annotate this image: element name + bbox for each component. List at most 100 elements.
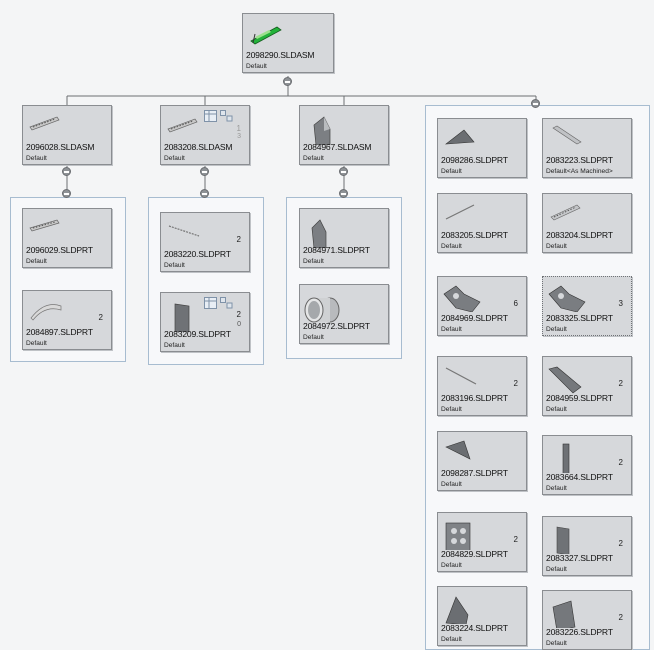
node-config: Default xyxy=(164,342,185,349)
quantity-sub-label: 0 xyxy=(237,321,241,328)
collapse-toggle-icon[interactable] xyxy=(200,167,209,176)
node-2083224[interactable]: 2083224.SLDPRT Default xyxy=(437,586,527,646)
node-name: 2083664.SLDPRT xyxy=(546,472,613,482)
node-name: 2084971.SLDPRT xyxy=(303,245,370,255)
part-thumbnail-icon xyxy=(445,367,477,385)
node-config: Default xyxy=(546,566,567,573)
node-2083196[interactable]: 2 2083196.SLDPRT Default xyxy=(437,349,534,416)
node-name: 2096029.SLDPRT xyxy=(26,245,93,255)
node-config: Default xyxy=(26,155,47,162)
components-icon[interactable] xyxy=(220,110,233,122)
node-config: Default xyxy=(26,258,47,265)
part-thumbnail-icon xyxy=(30,304,62,321)
node-config: Default xyxy=(546,326,567,333)
quantity-label: 2 xyxy=(98,313,103,322)
collapse-toggle-icon[interactable] xyxy=(200,189,209,198)
part-thumbnail-icon xyxy=(548,285,586,312)
node-2083223[interactable]: 2083223.SLDPRT Default<As Machined> xyxy=(542,118,632,178)
collapse-toggle-icon[interactable] xyxy=(62,189,71,198)
collapse-toggle-icon[interactable] xyxy=(339,167,348,176)
quantity-label: 2 xyxy=(618,613,623,622)
node-name: 2098286.SLDPRT xyxy=(441,155,508,165)
node-config: Default xyxy=(441,562,462,569)
quantity-label: 3 xyxy=(618,299,623,308)
quantity-label: 2 xyxy=(618,458,623,467)
quantity-label: 2 xyxy=(513,379,518,388)
collapse-toggle-icon[interactable] xyxy=(283,77,292,86)
node-2098287[interactable]: 2098287.SLDPRT Default xyxy=(437,431,527,491)
node-2096028[interactable]: 2096028.SLDASM Default xyxy=(22,105,112,165)
node-2083205[interactable]: 2083205.SLDPRT Default xyxy=(437,193,527,253)
node-2098286[interactable]: 2098286.SLDPRT Default xyxy=(437,118,527,178)
node-name: 2083204.SLDPRT xyxy=(546,230,613,240)
node-2083325[interactable]: 3 2083325.SLDPRT Default xyxy=(542,269,639,336)
part-thumbnail-icon xyxy=(445,129,475,145)
node-2084897[interactable]: 2 2084897.SLDPRT Default xyxy=(22,283,119,350)
quantity-label: 6 xyxy=(513,299,518,308)
node-config: Default xyxy=(26,340,47,347)
quantity-label: 2 xyxy=(618,539,623,548)
node-2083208[interactable]: 1 3 2083208.SLDASM Default xyxy=(160,105,250,165)
node-2084972[interactable]: 2084972.SLDPRT Default xyxy=(299,284,389,344)
components-icon[interactable] xyxy=(220,297,233,309)
node-config: Default xyxy=(246,63,267,70)
node-name: 2083327.SLDPRT xyxy=(546,553,613,563)
node-config: Default xyxy=(546,243,567,250)
node-2083220[interactable]: 2 2083220.SLDPRT Default xyxy=(160,205,257,272)
node-name: 2083220.SLDPRT xyxy=(164,249,231,259)
quantity-label: 1 xyxy=(236,124,241,133)
node-root-assembly[interactable]: 2098290.SLDASM Default xyxy=(242,13,334,73)
collapse-toggle-icon[interactable] xyxy=(339,189,348,198)
node-name: 2084897.SLDPRT xyxy=(26,327,93,337)
node-2084969[interactable]: 6 2084969.SLDPRT Default xyxy=(437,269,534,336)
quantity-label: 2 xyxy=(236,310,241,319)
table-icon[interactable] xyxy=(204,110,217,122)
node-2083204[interactable]: 2083204.SLDPRT Default xyxy=(542,193,632,253)
node-name: 2083325.SLDPRT xyxy=(546,313,613,323)
node-name: 2083223.SLDPRT xyxy=(546,155,613,165)
node-config: Default xyxy=(441,481,462,488)
part-thumbnail-icon xyxy=(445,522,471,550)
node-2096029[interactable]: 2096029.SLDPRT Default xyxy=(22,208,112,268)
collapse-toggle-icon[interactable] xyxy=(531,99,540,108)
part-thumbnail-icon xyxy=(550,204,581,221)
collapse-toggle-icon[interactable] xyxy=(62,167,71,176)
node-config: Default xyxy=(441,168,462,175)
part-thumbnail-icon xyxy=(552,600,576,628)
node-name: 2084969.SLDPRT xyxy=(441,313,508,323)
node-config: Default xyxy=(441,326,462,333)
node-2083664[interactable]: 2 2083664.SLDPRT Default xyxy=(542,428,639,495)
node-name: 2083209.SLDPRT xyxy=(164,329,231,339)
node-2083226[interactable]: 2 2083226.SLDPRT Default xyxy=(542,583,639,650)
node-name: 2098287.SLDPRT xyxy=(441,468,508,478)
assembly-thumbnail-icon xyxy=(167,118,198,133)
table-icon[interactable] xyxy=(204,297,217,309)
part-thumbnail-icon xyxy=(548,366,582,394)
node-name: 2083196.SLDPRT xyxy=(441,393,508,403)
node-name: 2098290.SLDASM xyxy=(246,50,315,60)
node-name: 2084959.SLDPRT xyxy=(546,393,613,403)
node-2083209[interactable]: 2 0 2083209.SLDPRT Default xyxy=(160,285,257,352)
node-config: Default xyxy=(303,258,324,265)
node-name: 2083226.SLDPRT xyxy=(546,627,613,637)
node-2084971[interactable]: 2084971.SLDPRT Default xyxy=(299,208,389,268)
part-thumbnail-icon xyxy=(552,125,582,145)
node-2084967[interactable]: 2084967.SLDASM Default xyxy=(299,105,389,165)
part-thumbnail-icon xyxy=(311,219,327,248)
quantity-sub-label: 3 xyxy=(237,133,241,140)
node-name: 2084967.SLDASM xyxy=(303,142,372,152)
node-config: Default xyxy=(303,334,324,341)
node-name: 2096028.SLDASM xyxy=(26,142,95,152)
node-2083327[interactable]: 2 2083327.SLDPRT Default xyxy=(542,509,639,576)
assembly-thumbnail-icon xyxy=(250,26,282,45)
node-name: 2084972.SLDPRT xyxy=(303,321,370,331)
node-config: Default xyxy=(441,406,462,413)
part-thumbnail-icon xyxy=(174,303,190,332)
node-2084959[interactable]: 2 2084959.SLDPRT Default xyxy=(542,349,639,416)
part-thumbnail-icon xyxy=(556,526,570,554)
quantity-label: 2 xyxy=(236,235,241,244)
part-thumbnail-icon xyxy=(445,596,469,624)
assembly-thumbnail-icon xyxy=(29,116,60,131)
node-2084829[interactable]: 2 2084829.SLDPRT Default xyxy=(437,505,534,572)
node-name: 2083224.SLDPRT xyxy=(441,623,508,633)
